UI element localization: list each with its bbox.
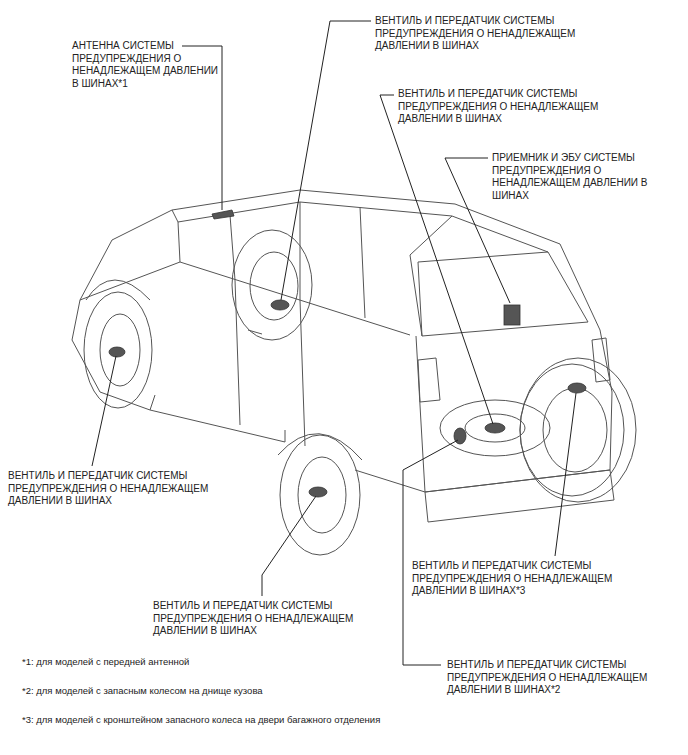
component-glyphs — [109, 210, 586, 497]
part-label: АНТЕННА СИСТЕМЫ ПРЕДУПРЕЖДЕНИЯ О НЕНАДЛЕ… — [72, 40, 222, 90]
part-label: ВЕНТИЛЬ И ПЕРЕДАТЧИК СИСТЕМЫ ПРЕДУПРЕЖДЕ… — [398, 88, 630, 126]
part-label: ВЕНТИЛЬ И ПЕРЕДАТЧИК СИСТЕМЫ ПРЕДУПРЕЖДЕ… — [8, 470, 213, 508]
part-label: ВЕНТИЛЬ И ПЕРЕДАТЧИК СИСТЕМЫ ПРЕДУПРЕЖДЕ… — [153, 600, 385, 638]
footnote: *3: для моделей с кронштейном запасного … — [22, 714, 380, 727]
footnote: *2: для моделей с запасным колесом на дн… — [22, 685, 263, 698]
footnote: *1: для моделей с передней антенной — [22, 656, 189, 669]
part-label: ПРИЕМНИК И ЭБУ СИСТЕМЫ ПРЕДУПРЕЖДЕНИЯ О … — [492, 152, 672, 202]
vehicle-outline — [72, 190, 636, 555]
part-label: ВЕНТИЛЬ И ПЕРЕДАТЧИК СИСТЕМЫ ПРЕДУПРЕЖДЕ… — [447, 659, 679, 697]
part-label: ВЕНТИЛЬ И ПЕРЕДАТЧИК СИСТЕМЫ ПРЕДУПРЕЖДЕ… — [375, 15, 607, 53]
part-label: ВЕНТИЛЬ И ПЕРЕДАТЧИК СИСТЕМЫ ПРЕДУПРЕЖДЕ… — [412, 560, 662, 598]
